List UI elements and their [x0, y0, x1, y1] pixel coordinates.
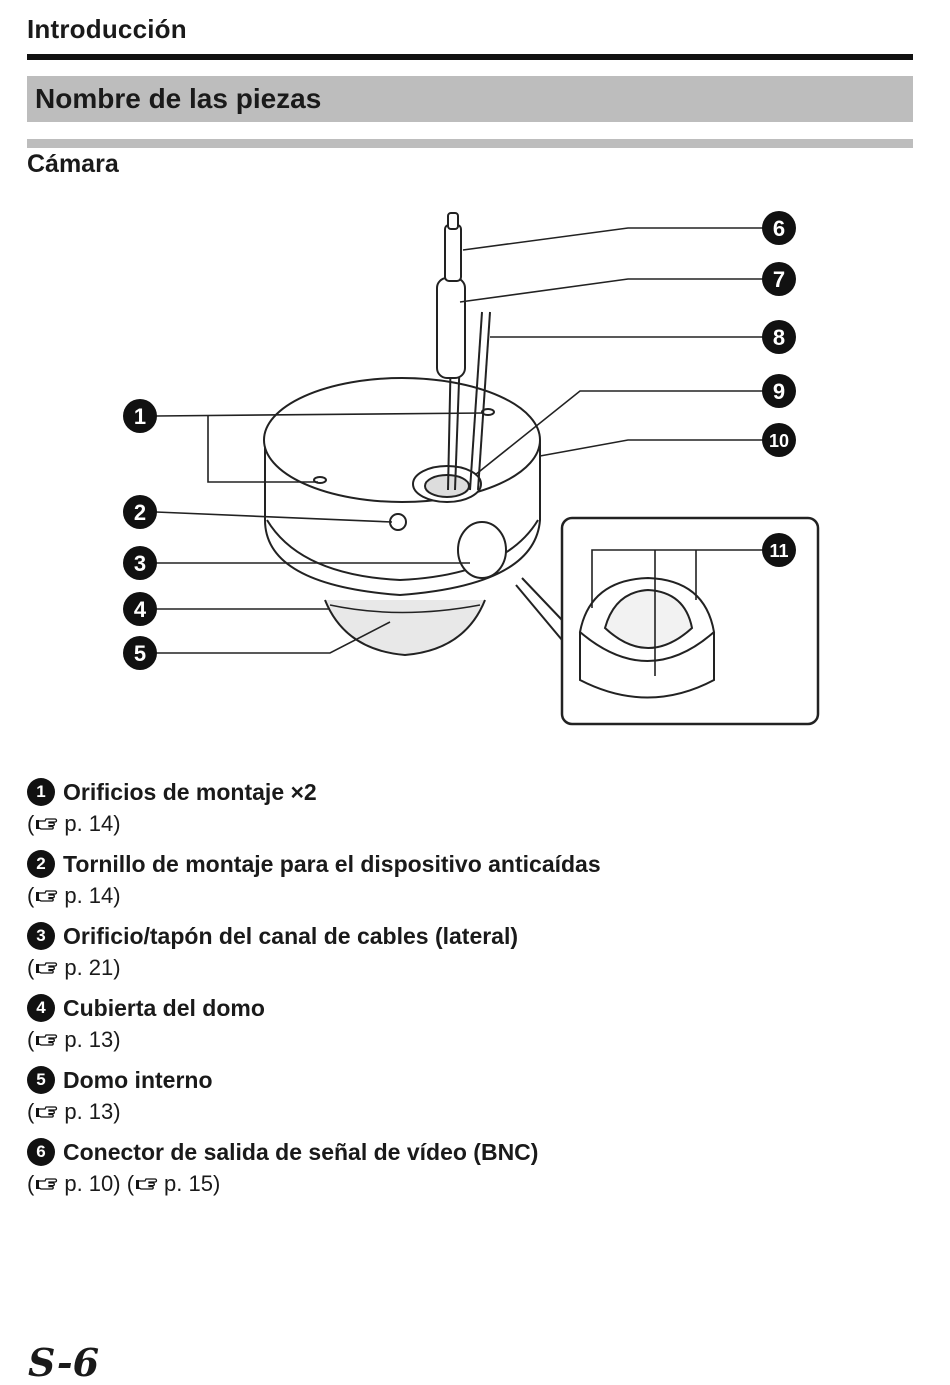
side-port — [457, 521, 507, 579]
header-rule — [27, 139, 913, 148]
list-item: 5 Domo interno ( p. 13) — [27, 1064, 907, 1136]
list-item: 3 Orificio/tapón del canal de cables (la… — [27, 920, 907, 992]
callout-label: 11 — [769, 541, 788, 561]
callout-badge — [123, 495, 157, 529]
section-title: Introducción — [27, 14, 187, 44]
parts-list: 1 Orificios de montaje ×2 ( p. 14) 2 Tor… — [27, 776, 907, 1208]
inset-frame — [560, 516, 820, 726]
item-name: Domo interno — [63, 1066, 213, 1093]
pointing-hand-icon — [36, 1178, 58, 1190]
list-item: 4 Cubierta del domo ( p. 13) — [27, 992, 907, 1064]
item-name: Conector de salida de señal de vídeo (BN… — [63, 1138, 539, 1165]
list-item: 6 Conector de salida de señal de vídeo (… — [27, 1136, 907, 1208]
callout-badge — [123, 546, 157, 580]
pointing-hand-icon — [136, 1178, 158, 1190]
pointing-hand-icon — [36, 962, 58, 974]
item-number-badge: 1 — [27, 778, 55, 806]
item-name: Tornillo de montaje para el dispositivo … — [63, 850, 601, 877]
callout-badge — [762, 533, 796, 567]
callout-label: 5 — [134, 641, 146, 666]
callout-label: 10 — [769, 431, 789, 451]
callout-badge — [762, 374, 796, 408]
callout-badge — [762, 320, 796, 354]
pointing-hand-icon — [36, 1106, 58, 1118]
mounting-hole — [481, 408, 495, 416]
item-name: Orificios de montaje ×2 — [63, 778, 317, 805]
item-number-badge: 4 — [27, 994, 55, 1022]
callout-label: 4 — [134, 597, 147, 622]
mounting-hole — [313, 476, 327, 484]
dome-cover — [324, 599, 486, 657]
callout-badge — [123, 592, 157, 626]
page-number: S-6 — [28, 1340, 100, 1385]
page-header: Nombre de las piezas — [27, 76, 913, 122]
list-item: 2 Tornillo de montaje para el dispositiv… — [27, 848, 907, 920]
camera-parts-diagram: 1 2 3 4 5 6 7 8 9 10 11 — [123, 211, 820, 726]
camera-top — [263, 377, 541, 503]
item-number-badge: 5 — [27, 1066, 55, 1094]
pointing-hand-icon — [36, 1034, 58, 1046]
callout-badge — [762, 262, 796, 296]
callout-label: 1 — [134, 404, 146, 429]
callout-label: 8 — [773, 325, 785, 350]
item-number-badge: 3 — [27, 922, 55, 950]
title-rule — [27, 54, 913, 60]
page-reference: ( p. 14) — [27, 883, 121, 908]
cable-sleeve — [436, 277, 466, 379]
callout-label: 2 — [134, 500, 146, 525]
page-reference: ( p. 10) ( p. 15) — [27, 1171, 221, 1196]
item-number-badge: 2 — [27, 850, 55, 878]
pointing-hand-icon — [36, 818, 58, 830]
callout-label: 6 — [773, 216, 785, 241]
callout-label: 9 — [773, 379, 785, 404]
list-item: 1 Orificios de montaje ×2 ( p. 14) — [27, 776, 907, 848]
subsection-title: Cámara — [27, 150, 119, 178]
callout-badge — [762, 423, 796, 457]
callout-badge — [762, 211, 796, 245]
page-reference: ( p. 14) — [27, 811, 121, 836]
callout-label: 3 — [134, 551, 146, 576]
anti-fall-screw — [389, 513, 407, 531]
bnc-connector — [444, 224, 462, 282]
callout-label: 7 — [773, 267, 785, 292]
page-reference: ( p. 13) — [27, 1027, 121, 1052]
item-number-badge: 6 — [27, 1138, 55, 1166]
pointing-hand-icon — [36, 890, 58, 902]
item-name: Orificio/tapón del canal de cables (late… — [63, 922, 519, 949]
item-name: Cubierta del domo — [63, 994, 265, 1021]
callout-badge — [123, 636, 157, 670]
page-reference: ( p. 21) — [27, 955, 121, 980]
callout-badge — [123, 399, 157, 433]
page-reference: ( p. 13) — [27, 1099, 121, 1124]
